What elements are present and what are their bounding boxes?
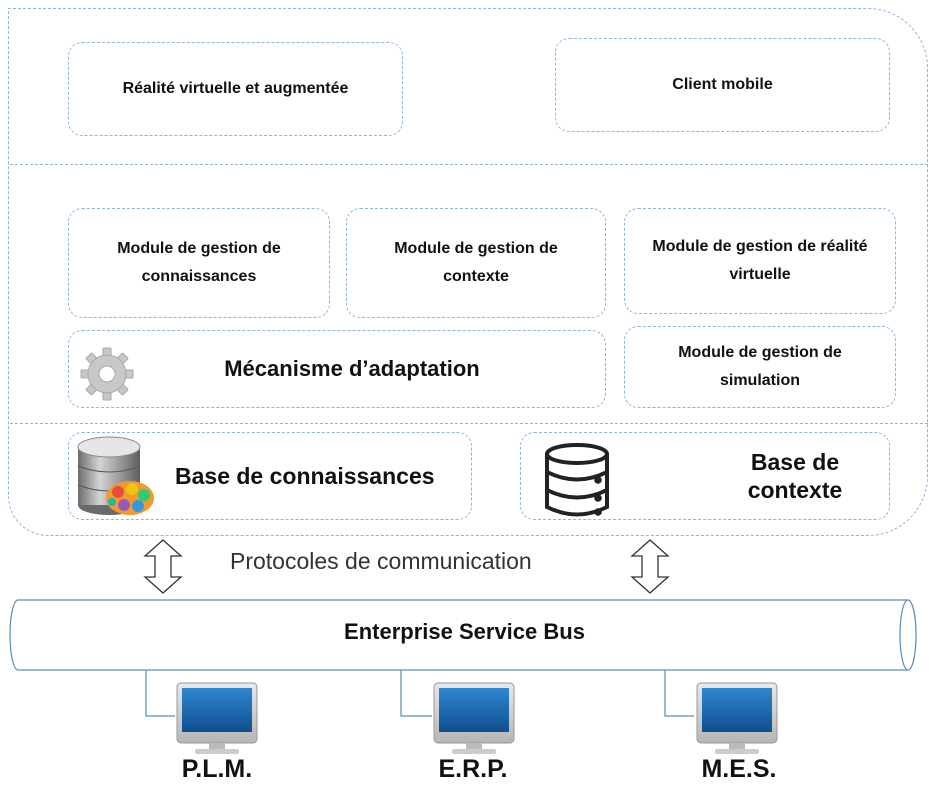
knowledge-base-box: Base de connaissances: [68, 432, 472, 520]
brain-icon: [106, 481, 154, 515]
layer-separator-top: [10, 164, 928, 165]
knowledge-module-label: Module de gestion de connaissances: [117, 240, 281, 285]
system-label-mes: M.E.S.: [701, 755, 777, 783]
context-module-label: Module de gestion de contexte: [394, 240, 558, 285]
service-bus-pipe: [9, 599, 917, 671]
vr-ar-client-box: Réalité virtuelle et augmentée: [68, 42, 403, 136]
context-base-label: Base de contexte: [747, 449, 843, 503]
mobile-client-box: Client mobile: [555, 38, 890, 132]
vr-module-label: Module de gestion de réalité virtuelle: [652, 238, 868, 283]
system-label-plm: P.L.M.: [181, 755, 253, 783]
simulation-module-box: Module de gestion de simulation: [624, 326, 896, 408]
context-module-box: Module de gestion de contexte: [346, 208, 606, 318]
context-base-box: Base de contexte: [520, 432, 890, 520]
monitor-icon-mes: [696, 682, 778, 754]
service-bus-label: Enterprise Service Bus: [344, 619, 585, 644]
double-arrow-icon-left: [143, 539, 183, 594]
monitor-icon-plm: [176, 682, 258, 754]
layer-separator-bottom: [10, 423, 928, 424]
vr-ar-client-label: Réalité virtuelle et augmentée: [122, 80, 349, 97]
knowledge-base-label: Base de connaissances: [175, 463, 435, 489]
system-label-erp: E.R.P.: [438, 755, 508, 783]
double-arrow-icon-right: [630, 539, 670, 594]
database-icon: [545, 443, 609, 517]
protocols-label: Protocoles de communication: [230, 548, 532, 574]
architecture-frame: [8, 8, 928, 536]
monitor-icon-erp: [433, 682, 515, 754]
adaptation-mechanism-label: Mécanisme d’adaptation: [224, 356, 480, 381]
gear-icon: [80, 347, 134, 401]
vr-module-box: Module de gestion de réalité virtuelle: [624, 208, 896, 314]
simulation-module-label: Module de gestion de simulation: [678, 344, 842, 389]
adaptation-mechanism-box: Mécanisme d’adaptation: [68, 330, 606, 408]
mobile-client-label: Client mobile: [672, 76, 773, 93]
knowledge-module-box: Module de gestion de connaissances: [68, 208, 330, 318]
system-connectors: [145, 670, 694, 717]
